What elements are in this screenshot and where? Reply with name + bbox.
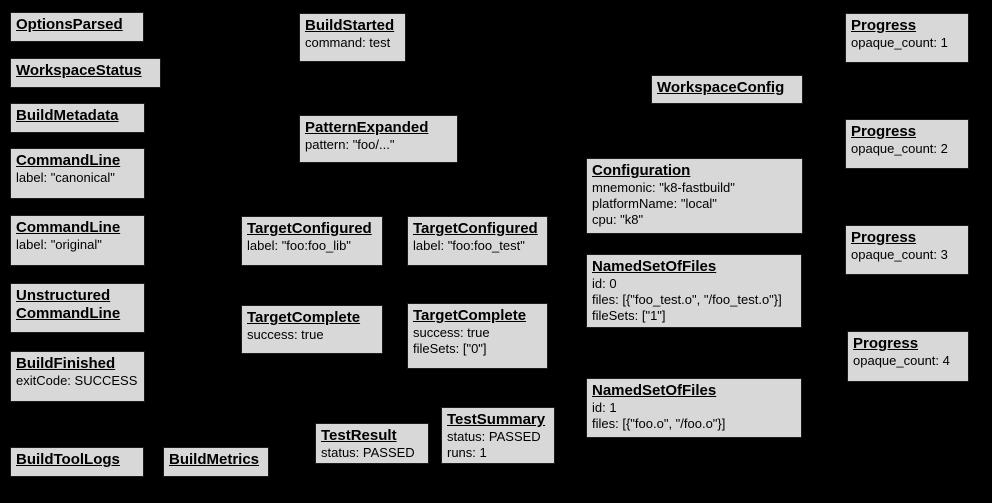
- event-attribute: pattern: "foo/...": [305, 137, 395, 152]
- event-title: BuildMetrics: [169, 451, 260, 468]
- event-title: CommandLine: [16, 219, 121, 236]
- event-attribute: id: 1: [592, 400, 617, 415]
- event-title: CommandLine: [16, 152, 121, 169]
- event-title: Unstructured: [16, 287, 111, 304]
- event-title: NamedSetOfFiles: [592, 258, 717, 275]
- event-attribute: opaque_count: 3: [851, 247, 948, 262]
- event-attribute: fileSets: ["0"]: [413, 340, 487, 356]
- event-title: CommandLine: [16, 305, 121, 322]
- event-attribute: mnemonic: "k8-fastbuild": [592, 180, 735, 195]
- event-attribute: files: [{"foo.o", "/foo.o"}]: [592, 415, 726, 431]
- event-attribute: runs: 1: [447, 444, 487, 460]
- event-attribute: status: PASSED: [447, 429, 541, 444]
- event-title: TargetComplete: [413, 307, 527, 324]
- event-title: TestResult: [321, 427, 397, 444]
- event-node-options-parsed: OptionsParsed: [10, 12, 144, 42]
- event-title: BuildFinished: [16, 355, 116, 372]
- event-title: WorkspaceStatus: [16, 62, 142, 79]
- event-attribute: label: "foo:foo_lib": [247, 238, 351, 253]
- event-attribute: opaque_count: 1: [851, 35, 948, 50]
- event-title: PatternExpanded: [305, 119, 429, 136]
- event-attribute: label: "foo:foo_test": [413, 238, 525, 253]
- event-title: NamedSetOfFiles: [592, 382, 717, 399]
- event-attribute: success: true: [247, 327, 324, 342]
- event-title: BuildToolLogs: [16, 451, 120, 468]
- event-title: Progress: [851, 229, 917, 246]
- event-node-workspace-config: WorkspaceConfig: [651, 75, 803, 104]
- event-title: OptionsParsed: [16, 16, 123, 33]
- event-attribute: files: [{"foo_test.o", "/foo_test.o"}]: [592, 291, 782, 307]
- event-attribute: id: 0: [592, 276, 617, 291]
- event-node-workspace-status: WorkspaceStatus: [10, 58, 161, 88]
- event-node-build-metadata: BuildMetadata: [10, 103, 145, 133]
- event-node-build-metrics: BuildMetrics: [163, 447, 269, 477]
- event-title: Progress: [853, 335, 919, 352]
- event-title: Configuration: [592, 162, 691, 179]
- event-attribute: cpu: "k8": [592, 211, 644, 227]
- event-title: TargetConfigured: [247, 220, 372, 237]
- event-attribute: label: "original": [16, 237, 102, 252]
- event-attribute: exitCode: SUCCESS: [16, 373, 138, 388]
- event-attribute: command: test: [305, 35, 391, 50]
- event-attribute: label: "canonical": [16, 170, 115, 185]
- event-title: Progress: [851, 123, 917, 140]
- event-node-build-tool-logs: BuildToolLogs: [10, 447, 144, 477]
- event-title: TargetComplete: [247, 309, 361, 326]
- event-title: WorkspaceConfig: [657, 79, 785, 96]
- event-attribute: fileSets: ["1"]: [592, 307, 666, 323]
- event-attribute: opaque_count: 4: [853, 353, 950, 368]
- event-title: TargetConfigured: [413, 220, 538, 237]
- event-attribute: opaque_count: 2: [851, 141, 948, 156]
- event-attribute: platformName: "local": [592, 195, 717, 211]
- event-attribute: status: PASSED: [321, 445, 415, 460]
- event-title: BuildMetadata: [16, 107, 119, 124]
- event-title: BuildStarted: [305, 17, 395, 34]
- event-attribute: success: true: [413, 325, 490, 340]
- event-title: TestSummary: [447, 411, 546, 428]
- event-title: Progress: [851, 17, 917, 34]
